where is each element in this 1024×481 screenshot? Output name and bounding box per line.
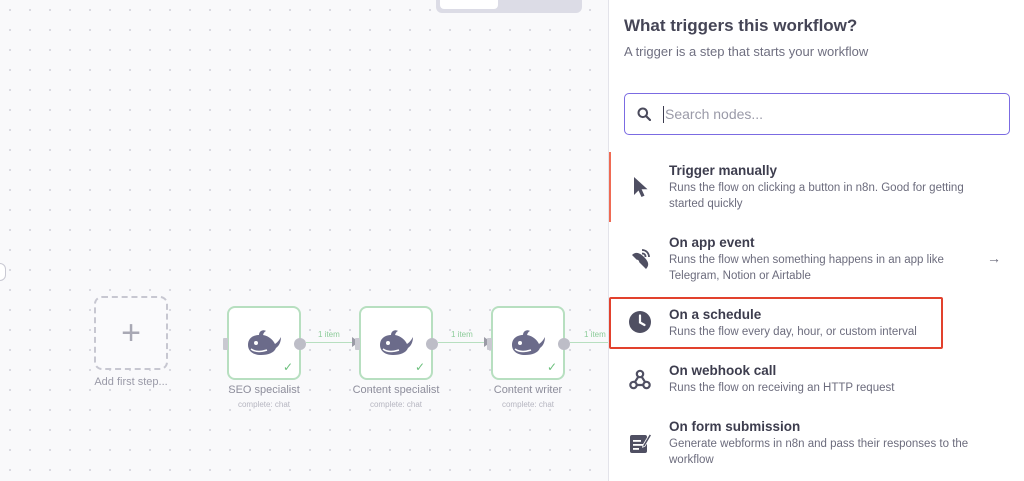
connection-item-count: 1 item — [584, 330, 606, 339]
trigger-option-schedule[interactable]: On a schedule Runs the flow every day, h… — [609, 296, 1024, 350]
workflow-node[interactable]: ✓ — [223, 306, 306, 380]
success-check-icon: ✓ — [546, 360, 557, 374]
trigger-option-title: Trigger manually — [669, 163, 778, 178]
node-title: Content specialist — [352, 384, 440, 396]
search-icon — [637, 107, 651, 121]
trigger-option-title: On app event — [669, 235, 755, 250]
node-title: SEO specialist — [228, 384, 300, 396]
canvas-view-toggle-active[interactable] — [440, 0, 498, 9]
connection-item-count: 1 item — [318, 330, 340, 339]
connection-item-count: 1 item — [451, 330, 473, 339]
node-output-port[interactable] — [558, 338, 570, 350]
form-icon — [627, 430, 653, 456]
trigger-option-description: Runs the flow every day, hour, or custom… — [669, 326, 917, 338]
search-nodes-field[interactable] — [624, 93, 1010, 135]
plus-icon: + — [121, 314, 141, 352]
workflow-node[interactable]: ✓ — [487, 306, 570, 380]
workflow-node[interactable]: ✓ — [355, 306, 438, 380]
node-subtitle: complete: chat — [237, 400, 291, 409]
trigger-option-title: On webhook call — [669, 363, 777, 378]
text-cursor — [663, 105, 664, 123]
trigger-option-title: On form submission — [669, 419, 801, 434]
trigger-option-app-event[interactable]: On app event Runs the flow when somethin… — [609, 224, 1024, 294]
trigger-option-description: Runs the flow on clicking a button in n8… — [669, 182, 964, 210]
trigger-option-description: Runs the flow when something happens in … — [669, 254, 944, 282]
add-first-step-label: Add first step... — [94, 376, 168, 388]
node-output-port[interactable] — [426, 338, 438, 350]
trigger-option-webhook[interactable]: On webhook call Runs the flow on receivi… — [609, 352, 1024, 406]
trigger-option-description: Runs the flow on receiving an HTTP reque… — [669, 382, 895, 394]
search-input[interactable] — [665, 106, 985, 122]
success-check-icon: ✓ — [282, 360, 293, 374]
canvas-edge-handle[interactable] — [0, 263, 6, 281]
add-first-step-button[interactable]: + — [94, 296, 168, 370]
arrow-right-icon[interactable]: → — [987, 250, 1001, 266]
trigger-option-form[interactable]: On form submission Generate webforms in … — [609, 408, 1024, 478]
panel-subtitle: A trigger is a step that starts your wor… — [624, 44, 869, 59]
whale-icon — [248, 330, 281, 355]
trigger-selector-panel: What triggers this workflow? A trigger i… — [608, 0, 1024, 481]
node-input-port[interactable] — [355, 338, 360, 350]
node-input-port[interactable] — [487, 338, 492, 350]
cursor-icon — [627, 174, 653, 200]
clock-icon — [627, 309, 653, 335]
node-subtitle: complete: chat — [369, 400, 423, 409]
whale-icon — [380, 330, 413, 355]
node-connection[interactable] — [306, 342, 352, 343]
node-title: Content writer — [493, 384, 563, 396]
node-output-port[interactable] — [294, 338, 306, 350]
trigger-option-title: On a schedule — [669, 307, 762, 322]
node-connection[interactable] — [438, 342, 484, 343]
node-input-port[interactable] — [223, 338, 228, 350]
satellite-icon — [627, 246, 653, 272]
canvas-view-toggle[interactable] — [436, 0, 582, 13]
trigger-option-manual[interactable]: Trigger manually Runs the flow on clicki… — [609, 152, 1024, 222]
success-check-icon: ✓ — [414, 360, 425, 374]
whale-icon — [512, 330, 545, 355]
workflow-canvas[interactable]: + Add first step... ✓ SEO specialist com… — [0, 0, 608, 481]
webhook-icon — [627, 367, 653, 393]
node-subtitle: complete: chat — [501, 400, 555, 409]
trigger-option-description: Generate webforms in n8n and pass their … — [669, 438, 969, 466]
node-connection[interactable] — [570, 342, 608, 343]
panel-title: What triggers this workflow? — [624, 16, 858, 35]
